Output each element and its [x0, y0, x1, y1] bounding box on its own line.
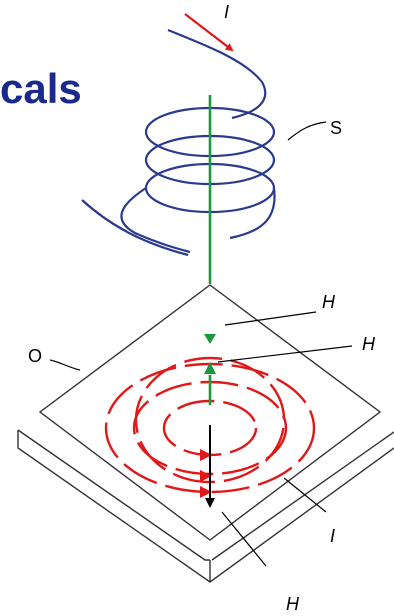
- current-bottom-label: I: [330, 526, 335, 546]
- coil-label-leader: [287, 121, 327, 141]
- slide-title-fragment: cals: [0, 65, 82, 112]
- plate-label-leader: [49, 359, 81, 371]
- field-bottom-label: H: [286, 594, 300, 614]
- field-right-leader: [217, 345, 353, 363]
- coil-bottom-lead: [81, 187, 191, 257]
- field-arrow-down: [204, 334, 216, 344]
- plate-top-surface: [38, 284, 382, 541]
- induced-field-arrow: [205, 498, 215, 508]
- field-bottom-leader: [221, 511, 267, 567]
- plate-edges: [17, 429, 394, 583]
- current-bottom-leader: [283, 477, 327, 513]
- coil-top-lead: [167, 28, 267, 120]
- field-upper-leader: [224, 311, 317, 326]
- eddy-current-arrows: [200, 449, 212, 498]
- coil-label: S: [330, 118, 342, 138]
- field-right-label: H: [362, 334, 376, 354]
- current-arrow-top: [184, 13, 234, 52]
- plate-label: O: [28, 346, 42, 366]
- field-arrow-up: [204, 362, 216, 374]
- field-upper-label: H: [322, 292, 336, 312]
- current-top-label: I: [224, 2, 229, 22]
